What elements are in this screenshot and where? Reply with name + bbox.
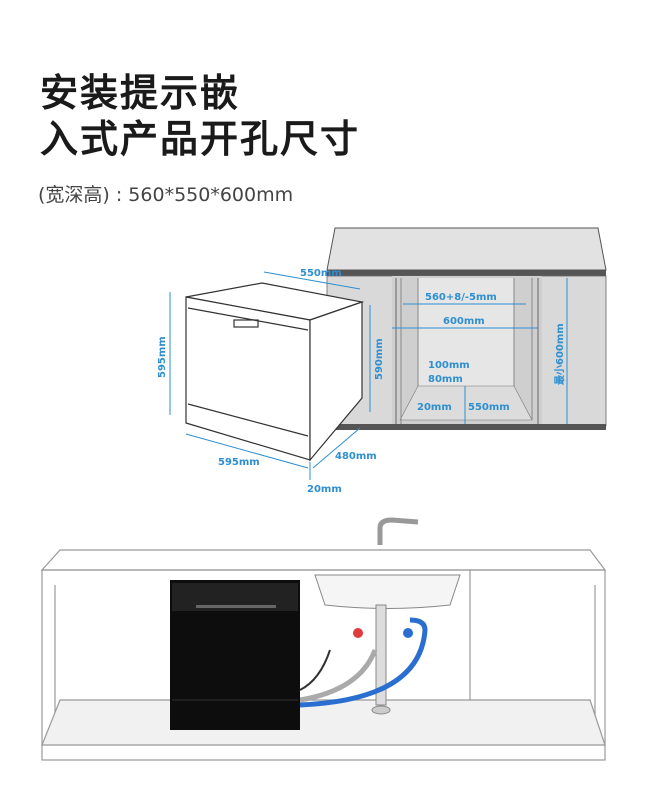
dim-depth-top: 550mm [300, 268, 342, 279]
dim-depth-bottom: 480mm [335, 451, 377, 462]
title-line-2: 入式产品开孔尺寸 [40, 117, 361, 161]
dim-opening-width: 560+8/-5mm [425, 292, 497, 303]
dim-gap: 20mm [307, 484, 342, 495]
dimension-lines [169, 271, 568, 480]
dim-depth: 550mm [468, 402, 510, 413]
hoses [299, 617, 428, 708]
dim-width-bottom: 595mm [218, 457, 260, 468]
title-line-1: 安装提示嵌 [40, 71, 241, 115]
dim-100: 100mm [428, 360, 470, 371]
dim-height-left: 595mm [157, 336, 168, 378]
dim-inner-width: 600mm [443, 316, 485, 327]
dim-20: 20mm [417, 402, 452, 413]
dishwasher-product [170, 580, 300, 730]
dimensions-subtitle: (宽深高) : 560*550*600mm [38, 184, 294, 206]
dim-height-right: 590mm [374, 338, 385, 380]
dim-min-height: 最小600mm [553, 323, 566, 385]
cabinet-drawing [326, 227, 607, 430]
dishwasher-outline [185, 282, 365, 462]
dim-80: 80mm [428, 374, 463, 385]
sink [314, 517, 461, 715]
